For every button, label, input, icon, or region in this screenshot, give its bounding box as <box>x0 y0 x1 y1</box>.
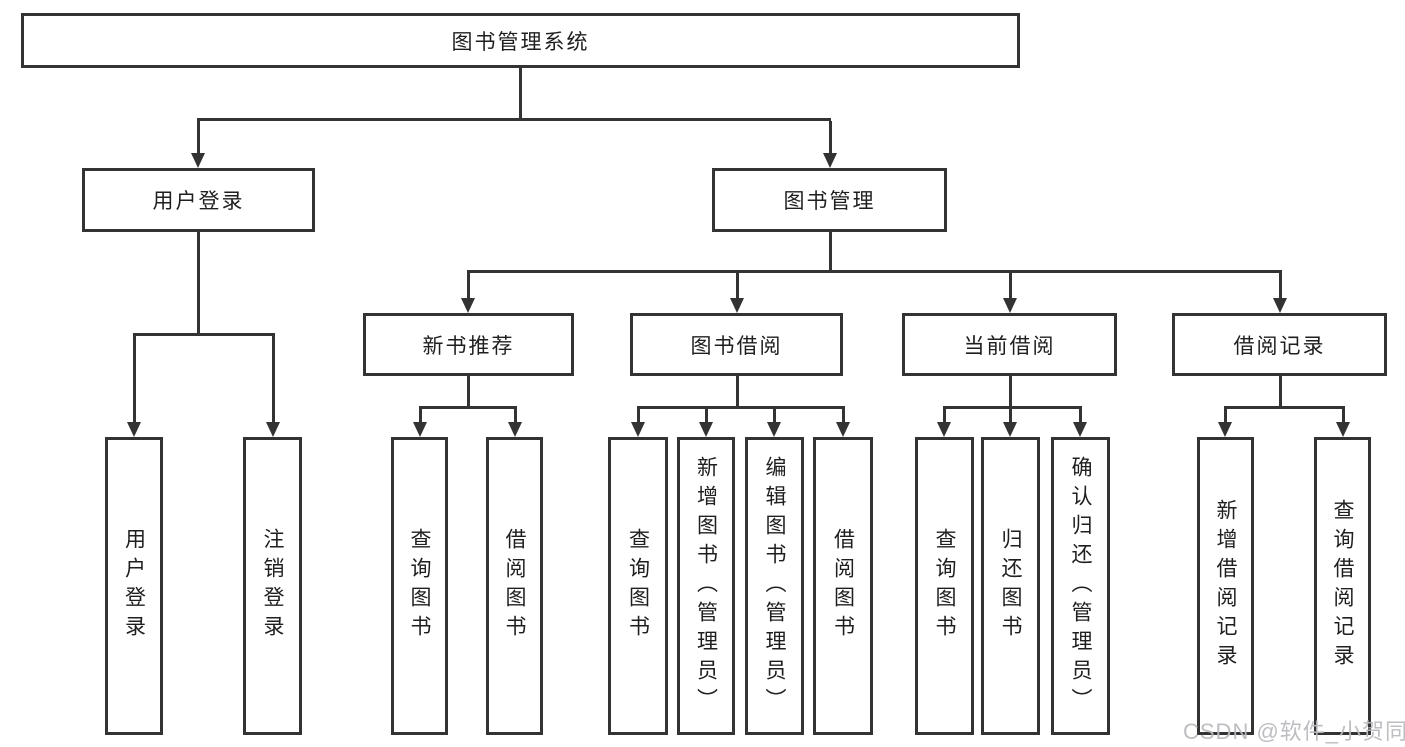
arrow-to-leaf-add-book <box>699 409 713 437</box>
connector-root-bar <box>197 118 831 121</box>
leaf-borrow-book-1: 借阅图书 <box>486 437 543 735</box>
leaf-query-book-2: 查询图书 <box>608 437 668 735</box>
node-new-book-recommend-label: 新书推荐 <box>422 334 515 358</box>
node-borrow-record: 借阅记录 <box>1172 313 1387 376</box>
arrow-to-leaf-query-book-3 <box>937 409 951 437</box>
arrow-to-book-borrow <box>730 273 744 313</box>
leaf-query-borrow-record-label: 查询借阅记录 <box>1331 499 1354 673</box>
arrowhead-icon <box>191 153 205 168</box>
leaf-borrow-book-1-label: 借阅图书 <box>503 528 526 644</box>
leaf-confirm-return-admin-label: 确认归还（管理员） <box>1069 455 1092 717</box>
arrowhead-icon <box>461 298 475 313</box>
arrowhead-icon <box>937 422 951 437</box>
connector-new-book-stem <box>467 376 470 409</box>
csdn-watermark: CSDN @软件_小贺同学 <box>1183 719 1405 744</box>
leaf-add-book-admin: 新增图书（管理员） <box>677 437 735 735</box>
leaf-query-book-1-label: 查询图书 <box>408 528 431 644</box>
arrowhead-icon <box>1336 422 1350 437</box>
arrowhead-icon <box>127 422 141 437</box>
arrowhead-icon <box>508 422 522 437</box>
connector-current-borrow-bar <box>943 406 1082 409</box>
node-root: 图书管理系统 <box>21 13 1020 68</box>
arrow-to-leaf-query-book-2 <box>631 409 645 437</box>
node-user-login: 用户登录 <box>82 168 315 232</box>
arrow-to-current-borrow <box>1003 273 1017 313</box>
node-user-login-label: 用户登录 <box>152 190 245 213</box>
connector-user-login-stem <box>197 232 200 336</box>
arrow-to-leaf-user-login <box>127 336 141 437</box>
arrowhead-icon <box>266 422 280 437</box>
leaf-borrow-book-2: 借阅图书 <box>813 437 873 735</box>
leaf-edit-book-admin: 编辑图书（管理员） <box>745 437 804 735</box>
arrow-to-new-book-recommend <box>461 273 475 313</box>
arrow-to-leaf-confirm-return <box>1073 409 1087 437</box>
node-current-borrow: 当前借阅 <box>902 313 1117 376</box>
arrowhead-icon <box>699 422 713 437</box>
leaf-user-login: 用户登录 <box>105 437 163 735</box>
leaf-borrow-book-2-label: 借阅图书 <box>831 528 855 644</box>
node-root-label: 图书管理系统 <box>451 30 590 54</box>
connector-current-borrow-stem <box>1009 376 1012 409</box>
leaf-return-book: 归还图书 <box>981 437 1040 735</box>
node-borrow-record-label: 借阅记录 <box>1233 334 1326 358</box>
arrow-to-borrow-record <box>1273 273 1287 313</box>
node-book-borrow-label: 图书借阅 <box>690 334 783 358</box>
leaf-add-borrow-record: 新增借阅记录 <box>1197 437 1254 735</box>
leaf-return-book-label: 归还图书 <box>999 528 1022 644</box>
arrow-to-leaf-edit-book <box>767 409 781 437</box>
node-current-borrow-label: 当前借阅 <box>963 334 1056 358</box>
connector-borrow-record-stem <box>1279 376 1282 409</box>
leaf-logout: 注销登录 <box>243 437 302 735</box>
leaf-confirm-return-admin: 确认归还（管理员） <box>1051 437 1110 735</box>
leaf-query-book-3: 查询图书 <box>915 437 974 735</box>
arrowhead-icon <box>836 422 850 437</box>
connector-book-borrow-stem <box>736 376 739 409</box>
node-book-borrow: 图书借阅 <box>630 313 843 376</box>
leaf-query-book-2-label: 查询图书 <box>626 528 650 644</box>
arrowhead-icon <box>730 298 744 313</box>
arrow-to-leaf-borrow-book-2 <box>836 409 850 437</box>
arrowhead-icon <box>413 422 427 437</box>
arrowhead-icon <box>1073 422 1087 437</box>
leaf-add-book-admin-label: 新增图书（管理员） <box>694 455 718 717</box>
node-new-book-recommend: 新书推荐 <box>363 313 574 376</box>
arrowhead-icon <box>1003 422 1017 437</box>
arrowhead-icon <box>1218 422 1232 437</box>
arrow-to-leaf-query-borrow-record <box>1336 409 1350 437</box>
arrow-to-leaf-logout <box>266 336 280 437</box>
leaf-query-book-1: 查询图书 <box>391 437 448 735</box>
leaf-logout-label: 注销登录 <box>261 528 284 644</box>
connector-root-stem <box>519 68 522 118</box>
connector-new-book-bar <box>419 406 517 409</box>
leaf-add-borrow-record-label: 新增借阅记录 <box>1214 499 1237 673</box>
arrow-to-leaf-borrow-book-1 <box>508 409 522 437</box>
arrow-to-leaf-add-borrow-record <box>1218 409 1232 437</box>
arrow-to-leaf-return-book <box>1003 409 1017 437</box>
arrow-to-book-management <box>823 121 837 168</box>
connector-borrow-record-bar <box>1224 406 1345 409</box>
arrowhead-icon <box>1273 298 1287 313</box>
arrow-to-user-login <box>191 121 205 168</box>
node-book-management-label: 图书管理 <box>783 190 876 213</box>
connector-user-login-bar <box>133 333 275 336</box>
connector-book-management-stem <box>829 232 832 273</box>
leaf-query-book-3-label: 查询图书 <box>933 528 956 644</box>
node-book-management: 图书管理 <box>712 168 947 232</box>
arrowhead-icon <box>767 422 781 437</box>
arrowhead-icon <box>1003 298 1017 313</box>
connector-book-management-bar <box>467 270 1282 273</box>
arrowhead-icon <box>823 153 837 168</box>
arrow-to-leaf-query-book-1 <box>413 409 427 437</box>
connector-book-borrow-bar <box>637 406 845 409</box>
leaf-user-login-label: 用户登录 <box>122 528 146 644</box>
leaf-edit-book-admin-label: 编辑图书（管理员） <box>763 455 786 717</box>
arrowhead-icon <box>631 422 645 437</box>
leaf-query-borrow-record: 查询借阅记录 <box>1314 437 1371 735</box>
